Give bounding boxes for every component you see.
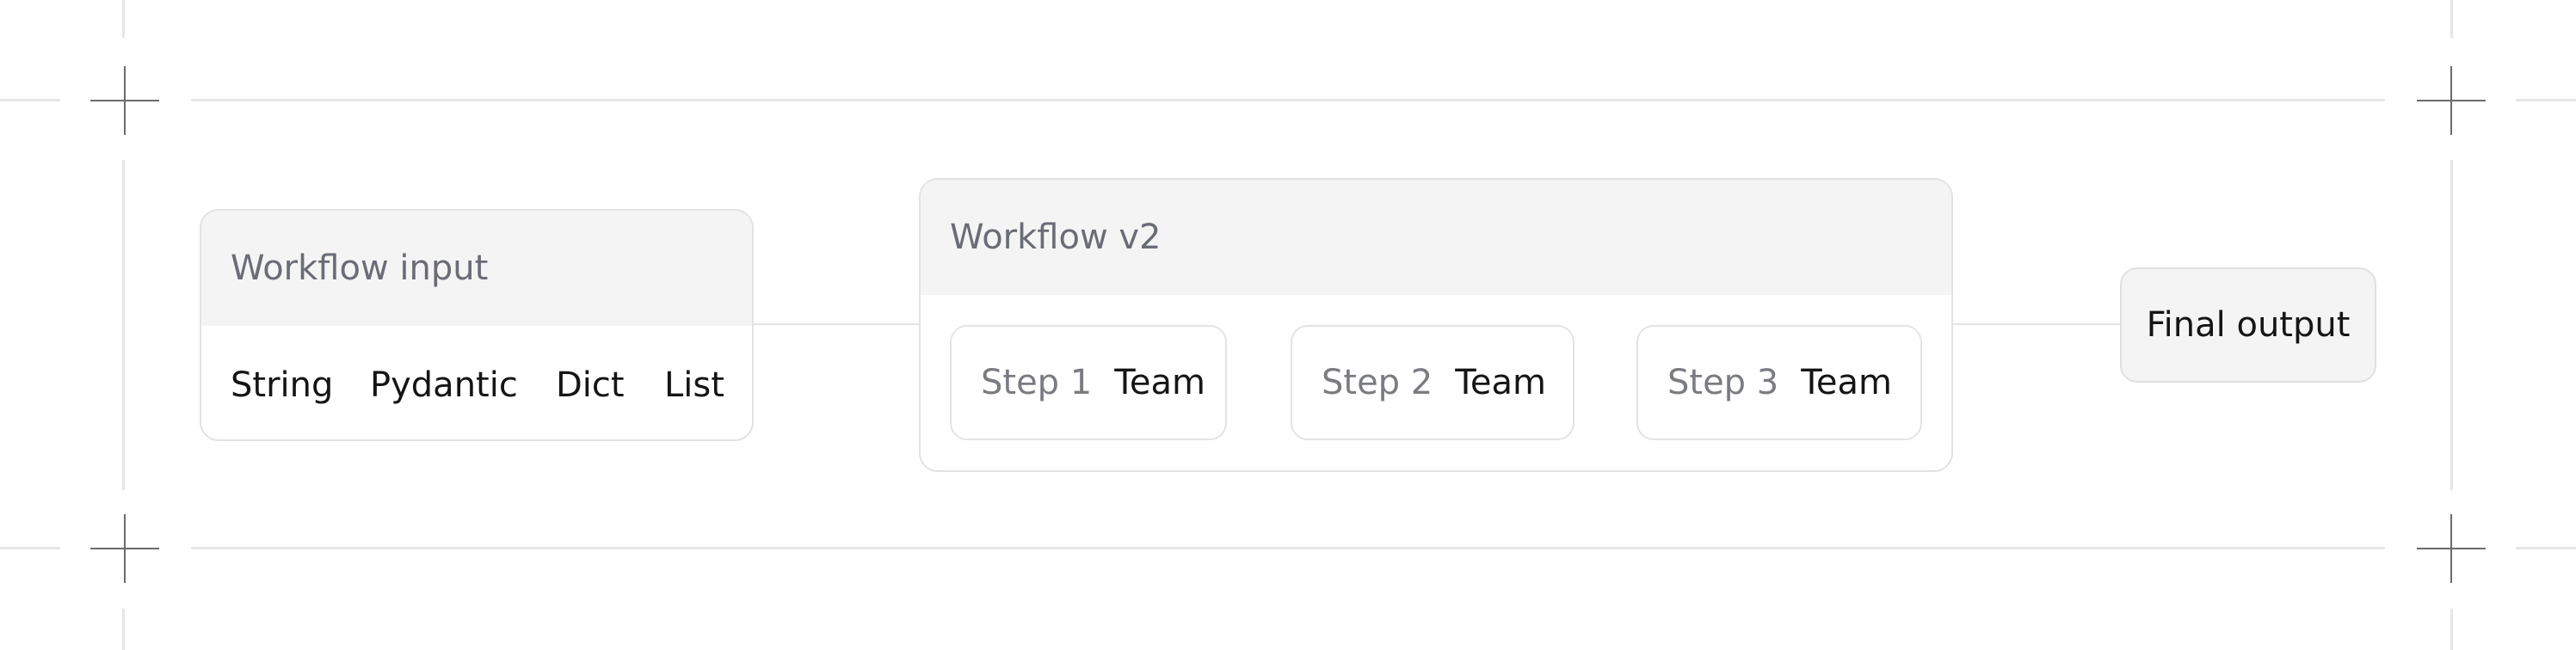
crosshair-bottom-left-icon	[90, 514, 159, 583]
step-2-box: Step 2 Team	[1291, 325, 1575, 440]
step-2-label: Step 2	[1322, 363, 1433, 402]
guide-line-right	[2450, 160, 2453, 490]
workflow-title: Workflow v2	[921, 180, 1951, 295]
guide-line-right-lower	[2450, 609, 2453, 650]
step-1-box: Step 1 Team	[950, 325, 1227, 440]
crosshair-bottom-right-icon	[2417, 514, 2486, 583]
guide-line-top	[191, 99, 2385, 101]
guide-line-right-upper	[2450, 0, 2453, 38]
guide-line-bottom-left	[0, 547, 60, 549]
step-3-label: Step 3	[1667, 363, 1779, 402]
guide-line-bottom-right	[2516, 547, 2576, 549]
guide-line-left-lower	[122, 609, 125, 650]
step-1-label: Step 1	[981, 363, 1093, 402]
guide-line-top-right	[2516, 99, 2576, 101]
guide-line-left-upper	[122, 0, 125, 38]
workflow-input-title: Workflow input	[201, 211, 752, 326]
guide-line-bottom	[191, 547, 2385, 549]
guide-line-top-left	[0, 99, 60, 101]
input-type-string: String	[231, 365, 334, 405]
crosshair-top-right-icon	[2417, 66, 2486, 135]
step-3-kind: Team	[1801, 363, 1892, 402]
crosshair-top-left-icon	[90, 66, 159, 135]
step-3-box: Step 3 Team	[1636, 325, 1922, 440]
input-type-list: List	[664, 365, 724, 405]
final-output-box: Final output	[2120, 267, 2376, 383]
connector-input-to-workflow	[752, 323, 921, 325]
workflow-input-box: Workflow input String Pydantic Dict List	[200, 209, 754, 441]
step-2-kind: Team	[1455, 363, 1546, 402]
input-type-dict: Dict	[556, 365, 625, 405]
step-1-kind: Team	[1114, 363, 1205, 402]
guide-line-left	[122, 160, 125, 490]
connector-workflow-to-output	[1951, 323, 2120, 325]
input-type-pydantic: Pydantic	[370, 365, 518, 405]
